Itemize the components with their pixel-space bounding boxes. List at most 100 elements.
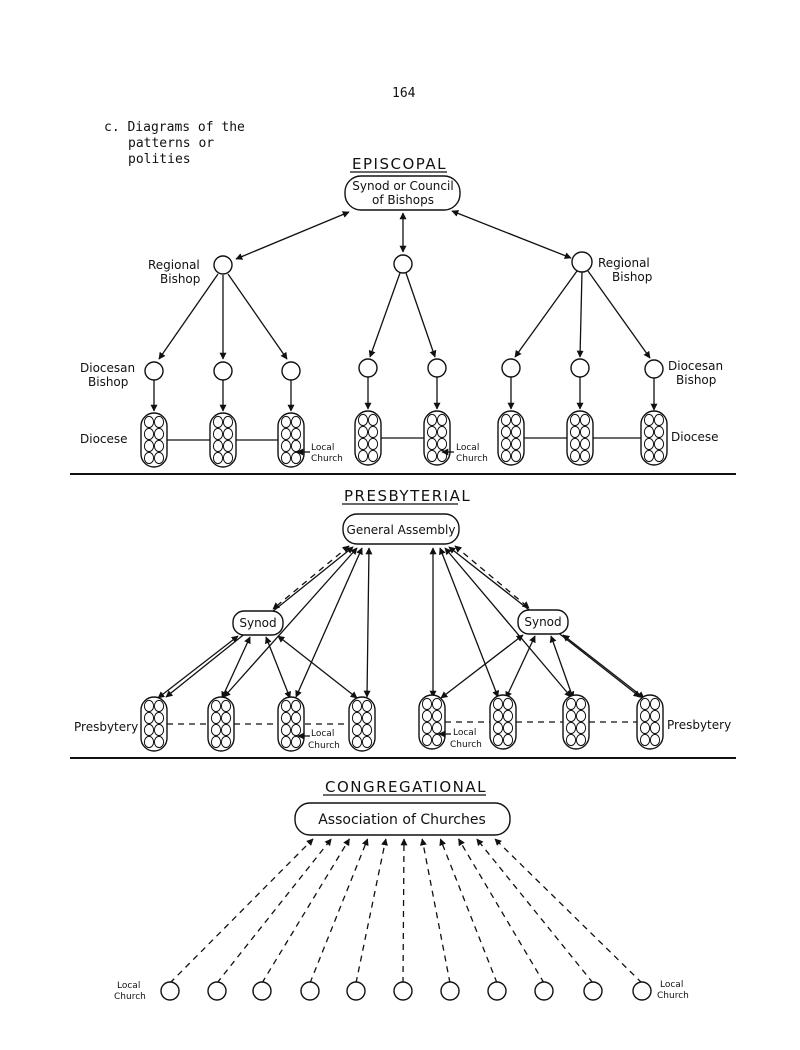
presbytery-label-left: Presbytery xyxy=(74,720,138,734)
local-church-egg xyxy=(426,449,438,463)
general-assembly-label: General Assembly xyxy=(347,523,456,537)
local-church-egg xyxy=(492,733,504,747)
local-church-egg xyxy=(212,451,224,465)
local-church-egg xyxy=(212,439,224,453)
local-church-egg xyxy=(210,735,222,749)
local-church-egg xyxy=(510,449,522,463)
local-church-egg xyxy=(153,699,165,713)
local-church-node xyxy=(207,981,227,1001)
local-church-egg xyxy=(220,735,232,749)
arrow-synod-presbytery xyxy=(265,636,291,699)
local-church-egg xyxy=(153,415,165,429)
presbytery-cluster xyxy=(489,694,517,750)
arrow-assembly-synod xyxy=(454,545,530,609)
diocesan-bishop-node xyxy=(358,358,378,378)
local-church-egg xyxy=(222,415,234,429)
diocesan-bishop-node xyxy=(501,358,521,378)
local-church-egg xyxy=(431,709,443,723)
local-church-egg xyxy=(421,733,433,747)
local-church-egg xyxy=(210,699,222,713)
local-church-egg xyxy=(579,449,591,463)
diocese-cluster xyxy=(354,410,382,466)
local-church-egg xyxy=(502,697,514,711)
presbyterial-local-church-2: Church xyxy=(308,741,340,751)
presbytery-cluster xyxy=(277,696,305,752)
presbyterial-local-church-1: Local xyxy=(311,729,334,739)
regional-bishop-label-right-1: Regional xyxy=(598,256,650,270)
local-church-egg xyxy=(575,733,587,747)
arrow-church-association xyxy=(458,838,545,984)
local-church-egg xyxy=(639,733,651,747)
local-church-egg xyxy=(431,697,443,711)
local-church-egg xyxy=(153,735,165,749)
local-church-egg xyxy=(649,733,661,747)
local-church-egg xyxy=(210,723,222,737)
local-church-egg xyxy=(431,721,443,735)
local-church-egg xyxy=(639,697,651,711)
arrow-regional-diocesan xyxy=(227,273,288,360)
local-church-egg xyxy=(436,437,448,451)
regional-bishop-node-right xyxy=(571,251,593,273)
arrow-church-association xyxy=(494,838,643,984)
local-church-egg xyxy=(280,735,292,749)
presbytery-cluster xyxy=(636,694,664,750)
local-church-egg xyxy=(426,437,438,451)
local-church-egg xyxy=(569,413,581,427)
local-church-egg xyxy=(510,437,522,451)
local-church-egg xyxy=(280,451,292,465)
local-church-label-2: Church xyxy=(456,454,488,464)
congregational-arrows xyxy=(160,838,652,1001)
presbytery-label-right: Presbytery xyxy=(667,718,731,732)
congregational-title: CONGREGATIONAL xyxy=(325,778,487,796)
local-church-egg xyxy=(579,413,591,427)
local-church-egg xyxy=(290,735,302,749)
local-church-node xyxy=(300,981,320,1001)
local-church-egg xyxy=(502,733,514,747)
arrow-church-association xyxy=(261,838,350,984)
arrow-regional-diocesan xyxy=(514,270,578,358)
local-church-node xyxy=(487,981,507,1001)
arrow-synod-presbytery xyxy=(505,635,536,699)
local-church-egg xyxy=(653,413,665,427)
synod-box-right xyxy=(517,609,569,635)
local-church-egg xyxy=(565,697,577,711)
arrow-church-association xyxy=(309,838,369,984)
diocesan-bishop-node xyxy=(281,361,301,381)
local-church-egg xyxy=(280,427,292,441)
local-church-egg xyxy=(565,709,577,723)
diocese-cluster xyxy=(209,412,237,468)
local-church-label-1: Local xyxy=(456,443,479,453)
local-church-egg xyxy=(649,721,661,735)
local-church-egg xyxy=(367,425,379,439)
synod-council-line-1: Synod or Council xyxy=(352,179,453,193)
synod-label-right: Synod xyxy=(524,615,561,629)
local-church-egg xyxy=(367,449,379,463)
local-church-egg xyxy=(575,709,587,723)
local-church-egg xyxy=(643,413,655,427)
diocesan-bishop-label-right-2: Bishop xyxy=(676,373,716,387)
general-assembly-box xyxy=(342,513,460,545)
diocesan-bishop-node xyxy=(213,361,233,381)
local-church-egg xyxy=(653,425,665,439)
local-church-egg xyxy=(222,427,234,441)
local-church-egg xyxy=(351,735,363,749)
arrow-synod-presbytery xyxy=(221,636,251,699)
local-church-egg xyxy=(500,413,512,427)
diocese-cluster xyxy=(640,410,668,466)
local-church-node xyxy=(440,981,460,1001)
local-church-egg xyxy=(222,439,234,453)
local-church-egg xyxy=(290,439,302,453)
heading-line-3: polities xyxy=(128,152,191,167)
diocesan-bishop-label-right-1: Diocesan xyxy=(668,359,723,373)
local-church-egg xyxy=(643,449,655,463)
local-church-egg xyxy=(653,437,665,451)
local-church-egg xyxy=(212,427,224,441)
local-church-egg xyxy=(290,711,302,725)
local-church-node xyxy=(534,981,554,1001)
regional-bishop-label-right-2: Bishop xyxy=(612,270,652,284)
local-church-egg xyxy=(361,699,373,713)
local-church-egg xyxy=(565,721,577,735)
arrow-regional-diocesan xyxy=(368,272,401,358)
local-church-egg xyxy=(143,711,155,725)
